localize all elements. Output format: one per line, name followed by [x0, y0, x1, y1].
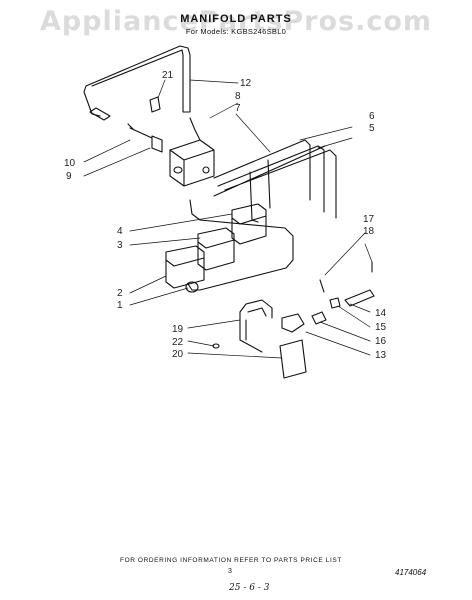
- ordering-note: FOR ORDERING INFORMATION REFER TO PARTS …: [120, 557, 342, 564]
- callout-15: 15: [375, 322, 387, 333]
- lower-valve-assembly: [212, 299, 307, 379]
- callout-22: 22: [172, 337, 184, 348]
- handwritten-date: 25 - 6 - 3: [229, 583, 270, 593]
- callout-5: 5: [369, 123, 375, 134]
- watermark: AppliancePartsPros.com: [39, 6, 433, 37]
- callout-21: 21: [162, 70, 174, 81]
- callout-6: 6: [369, 111, 375, 122]
- callout-labels: 21 12 8 7 10 9 6 5 4 3 2 1 17 18 14 15 1…: [64, 70, 387, 361]
- callout-19: 19: [172, 324, 184, 335]
- callout-3: 3: [117, 240, 123, 251]
- callout-17: 17: [363, 214, 375, 225]
- callout-20: 20: [172, 349, 184, 360]
- manifold-assembly: [165, 199, 294, 293]
- callout-4: 4: [117, 226, 123, 237]
- callout-16: 16: [375, 336, 387, 347]
- part-12-tube: [83, 45, 191, 121]
- part-9-fitting: [151, 135, 163, 153]
- callout-13: 13: [375, 350, 387, 361]
- leader-lines: [83, 79, 373, 359]
- part-10-screw: [127, 123, 153, 139]
- model-subtitle: For Models: KGBS246SBL0: [185, 27, 287, 36]
- callout-18: 18: [363, 226, 375, 237]
- callout-12: 12: [240, 78, 252, 89]
- callout-2: 2: [117, 288, 123, 299]
- callout-10: 10: [64, 158, 76, 169]
- callout-1: 1: [117, 300, 123, 311]
- callout-14: 14: [375, 308, 387, 319]
- callout-7: 7: [235, 103, 241, 114]
- part-21-spacer: [149, 96, 161, 113]
- part-8-valve-block: [169, 117, 215, 187]
- callout-8: 8: [235, 91, 241, 102]
- burner-tubes: [213, 139, 337, 223]
- document-part-number: 4174064: [395, 568, 427, 577]
- page-number: 3: [228, 568, 232, 575]
- orifice-parts: [311, 279, 375, 325]
- callout-9: 9: [66, 171, 72, 182]
- page-title: MANIFOLD PARTS: [180, 13, 292, 25]
